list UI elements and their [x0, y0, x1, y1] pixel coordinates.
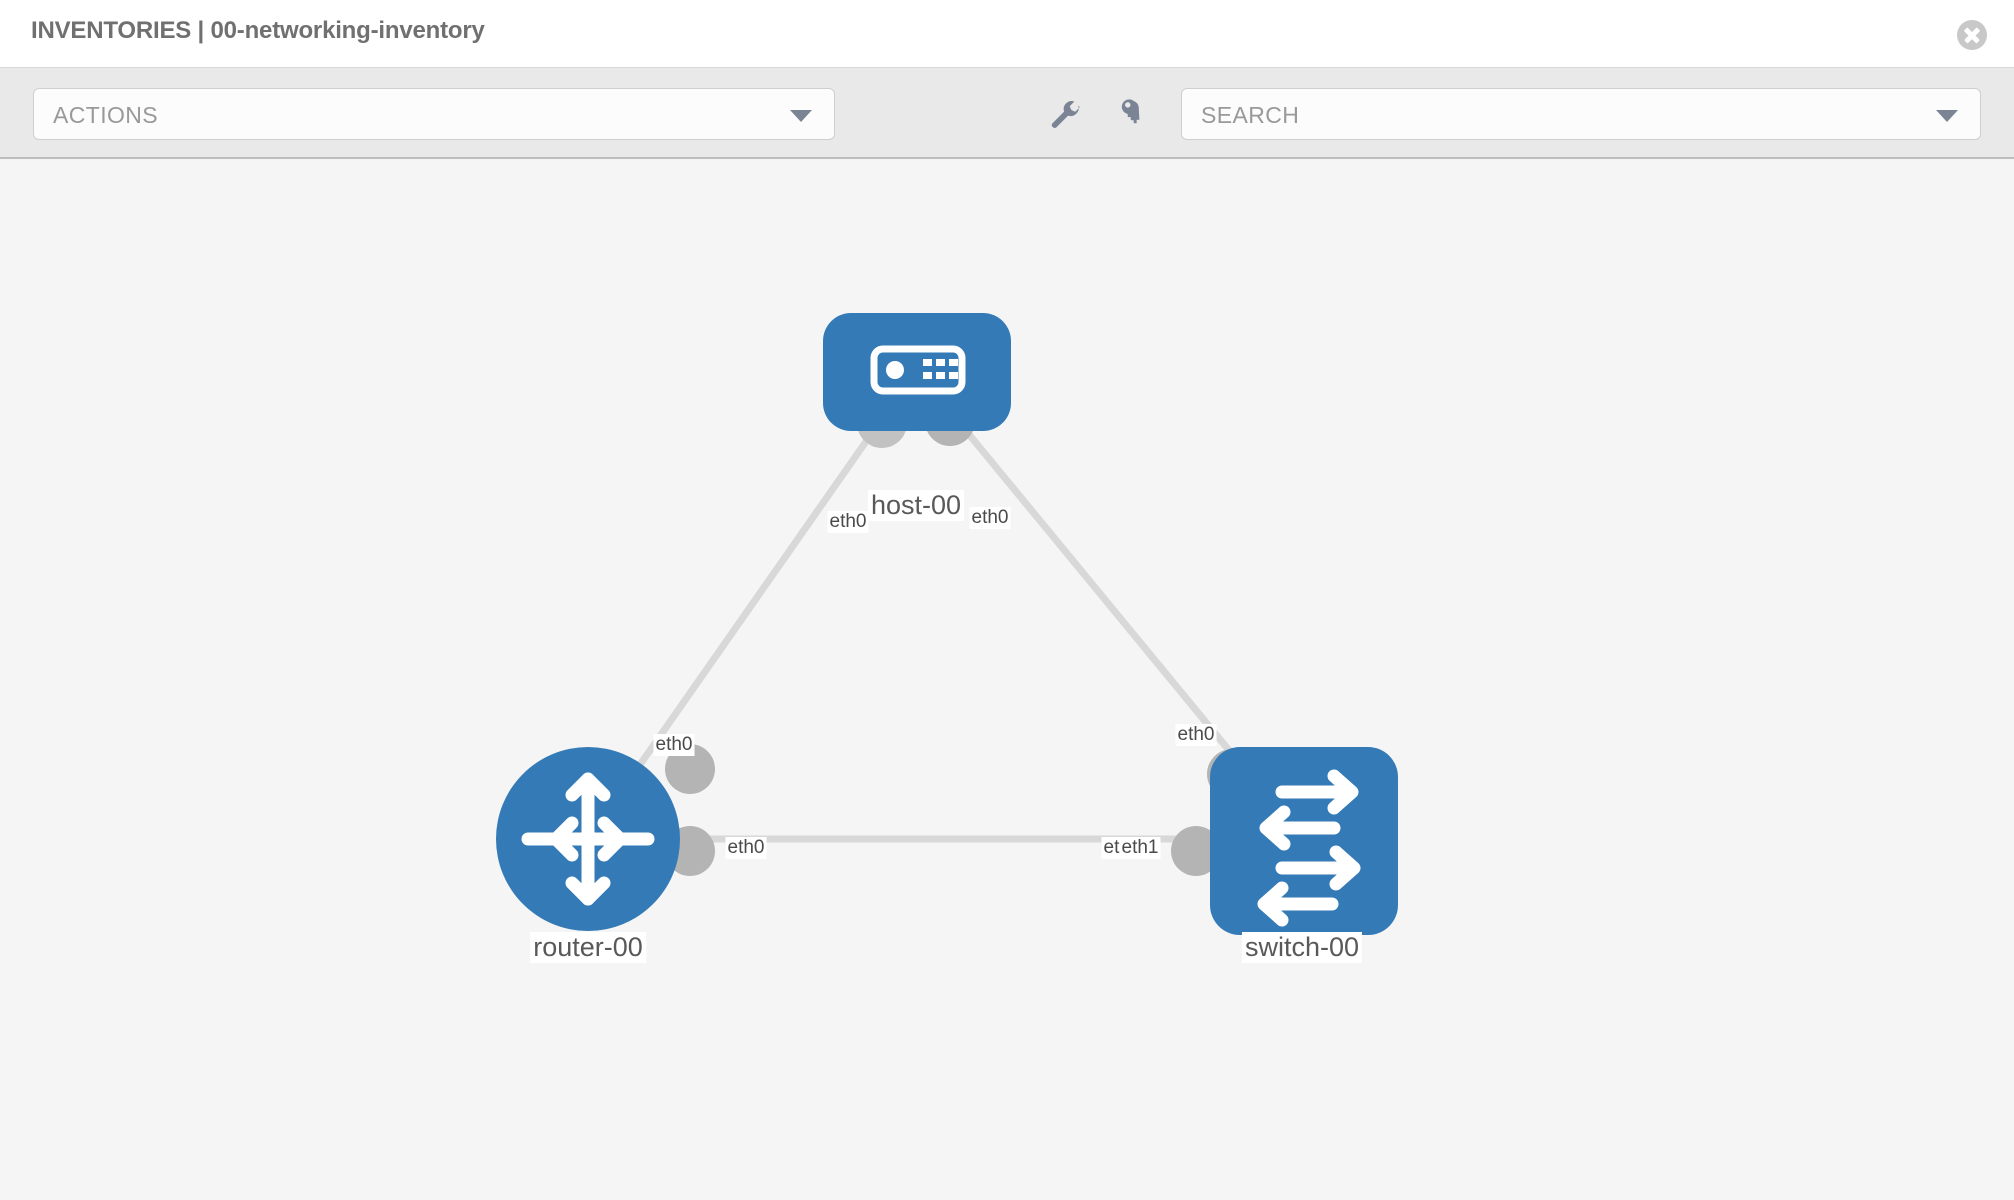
iface-label: eth0 [1175, 724, 1217, 746]
node-label-router-00: router-00 [530, 932, 646, 963]
node-label-host-00: host-00 [867, 490, 965, 521]
node-switch-00[interactable] [1210, 747, 1398, 935]
topology-interface-handles [665, 396, 1257, 876]
chevron-down-icon [790, 110, 812, 122]
actions-dropdown-label: ACTIONS [53, 102, 159, 128]
page-title: INVENTORIES | 00-networking-inventory [31, 17, 485, 44]
wrench-icon[interactable] [1048, 98, 1082, 132]
chevron-down-icon [1936, 110, 1958, 122]
actions-dropdown[interactable]: ACTIONS [33, 88, 835, 140]
node-router-00[interactable] [496, 747, 680, 931]
iface-label: eth0 [653, 734, 695, 756]
link-host00-router00[interactable] [585, 367, 919, 842]
search-input[interactable]: SEARCH [1181, 88, 1981, 140]
node-host-00[interactable] [823, 313, 1011, 431]
iface-label: eth0 [827, 511, 869, 533]
node-label-switch-00: switch-00 [1241, 932, 1363, 963]
topology-canvas[interactable]: eth0 eth0 eth0 eth0 eth0 eth0 eth1 host-… [0, 159, 2014, 1200]
page-header: INVENTORIES | 00-networking-inventory [0, 0, 2014, 68]
close-icon[interactable] [1957, 20, 1987, 50]
iface-handle[interactable] [1171, 826, 1221, 876]
iface-label: eth1 [1119, 837, 1161, 859]
iface-label: eth0 [969, 507, 1011, 529]
key-icon[interactable] [1112, 98, 1146, 132]
topology-graph[interactable] [0, 159, 2014, 1200]
toolbar: ACTIONS SEARCH [0, 68, 2014, 159]
iface-label: eth0 [725, 837, 767, 859]
search-placeholder: SEARCH [1201, 102, 1300, 128]
iface-handle[interactable] [665, 744, 715, 794]
